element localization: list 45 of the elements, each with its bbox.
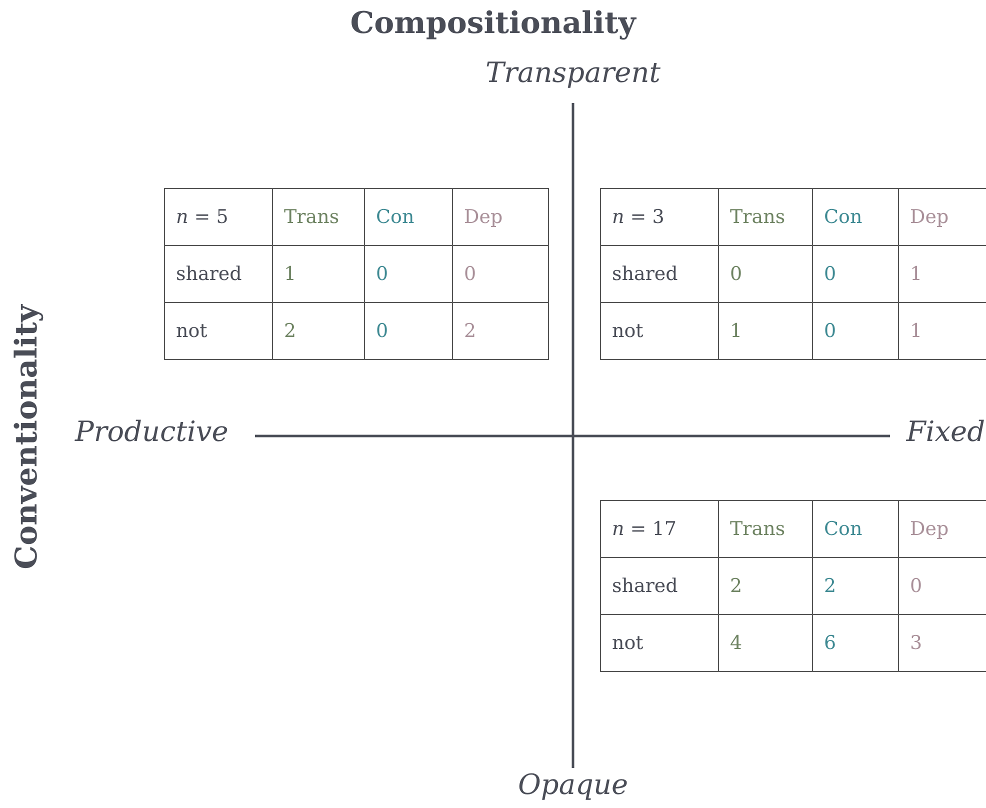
row-header: n = 17 (601, 501, 719, 558)
row-header: not (601, 615, 719, 672)
axis-end-label: Transparent (486, 56, 660, 89)
axis-end-label: Fixed (906, 415, 985, 448)
table-cell: 0 (365, 246, 453, 303)
row-header: n = 5 (165, 189, 273, 246)
table-cell: 2 (719, 558, 813, 615)
table-cell: 0 (813, 303, 899, 360)
table-cell: 1 (719, 303, 813, 360)
table-cell: 1 (899, 303, 986, 360)
table-cell: 0 (899, 558, 986, 615)
table-cell: 3 (899, 615, 986, 672)
column-header: Dep (899, 501, 986, 558)
table-cell: 0 (453, 246, 549, 303)
row-header: not (165, 303, 273, 360)
row-header: shared (601, 558, 719, 615)
axis-title: Conventionality (10, 304, 44, 570)
row-header: shared (165, 246, 273, 303)
data-table (164, 188, 549, 360)
table-cell: 2 (453, 303, 549, 360)
row-header: shared (601, 246, 719, 303)
table-cell: 1 (273, 246, 365, 303)
column-header: Trans (719, 501, 813, 558)
table-cell: 2 (813, 558, 899, 615)
table-cell: 6 (813, 615, 899, 672)
column-header: Trans (719, 189, 813, 246)
column-header: Con (365, 189, 453, 246)
row-header: not (601, 303, 719, 360)
column-header: Dep (453, 189, 549, 246)
column-header: Dep (899, 189, 986, 246)
column-header: Con (813, 501, 899, 558)
table-cell: 0 (365, 303, 453, 360)
axis-end-label: Productive (75, 415, 228, 448)
axis-title: Compositionality (349, 6, 638, 41)
axis-end-label: Opaque (518, 768, 628, 801)
data-table (600, 188, 986, 360)
table-cell: 2 (273, 303, 365, 360)
table-cell: 0 (813, 246, 899, 303)
table-cell: 4 (719, 615, 813, 672)
column-header: Trans (273, 189, 365, 246)
data-table (600, 500, 986, 672)
row-header: n = 3 (601, 189, 719, 246)
column-header: Con (813, 189, 899, 246)
table-cell: 0 (719, 246, 813, 303)
table-cell: 1 (899, 246, 986, 303)
